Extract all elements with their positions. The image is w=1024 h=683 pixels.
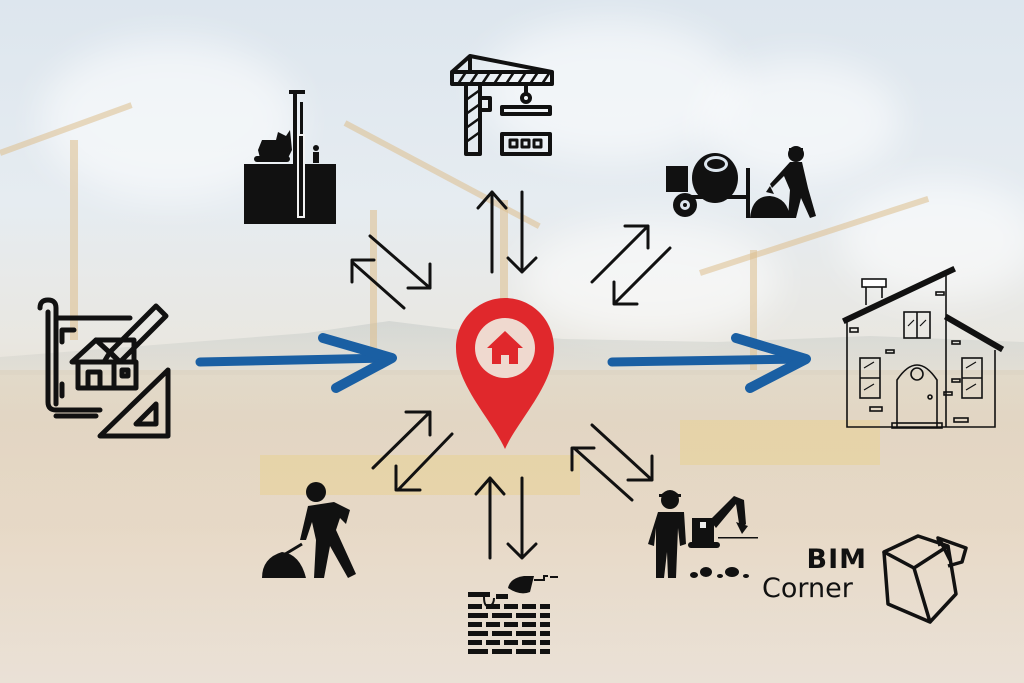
concrete-mixer-worker-icon [666,146,816,218]
bim-corner-box-icon [882,534,968,624]
home-location-pin-icon [456,298,554,449]
finished-house-icon [842,266,1005,429]
logo-corner-text: Corner [762,573,853,604]
shoveling-worker-icon [262,482,356,578]
bidirectional-arrows [350,190,672,560]
excavator-worker-icon [648,490,758,578]
flow-arrow-in [195,333,397,393]
tower-crane-icon [450,54,554,156]
blueprint-design-icon [37,297,171,439]
bim-corner-logo: BIM Corner [762,546,867,602]
bricklaying-icon [468,575,558,654]
flow-arrow-out [607,333,811,393]
piling-rig-icon [244,90,336,224]
logo-bim-text: BIM [806,544,867,575]
